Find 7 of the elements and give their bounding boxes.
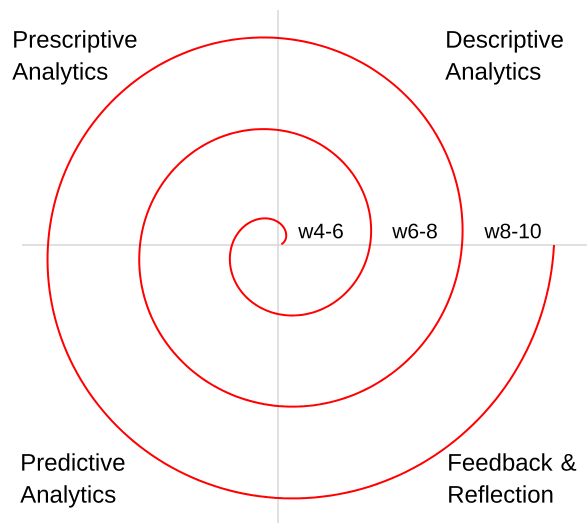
quadrant-label: Prescriptive Analytics — [12, 30, 136, 85]
week-label: w4-6 — [298, 224, 343, 238]
quadrant-label: Feedback & Reflection — [449, 453, 576, 503]
week-label: w8-10 — [484, 224, 541, 238]
week-label: w6-8 — [392, 224, 437, 238]
quadrant-label: Predictive Analytics — [20, 453, 124, 508]
quadrant-label: Descriptive Analytics — [445, 30, 563, 85]
